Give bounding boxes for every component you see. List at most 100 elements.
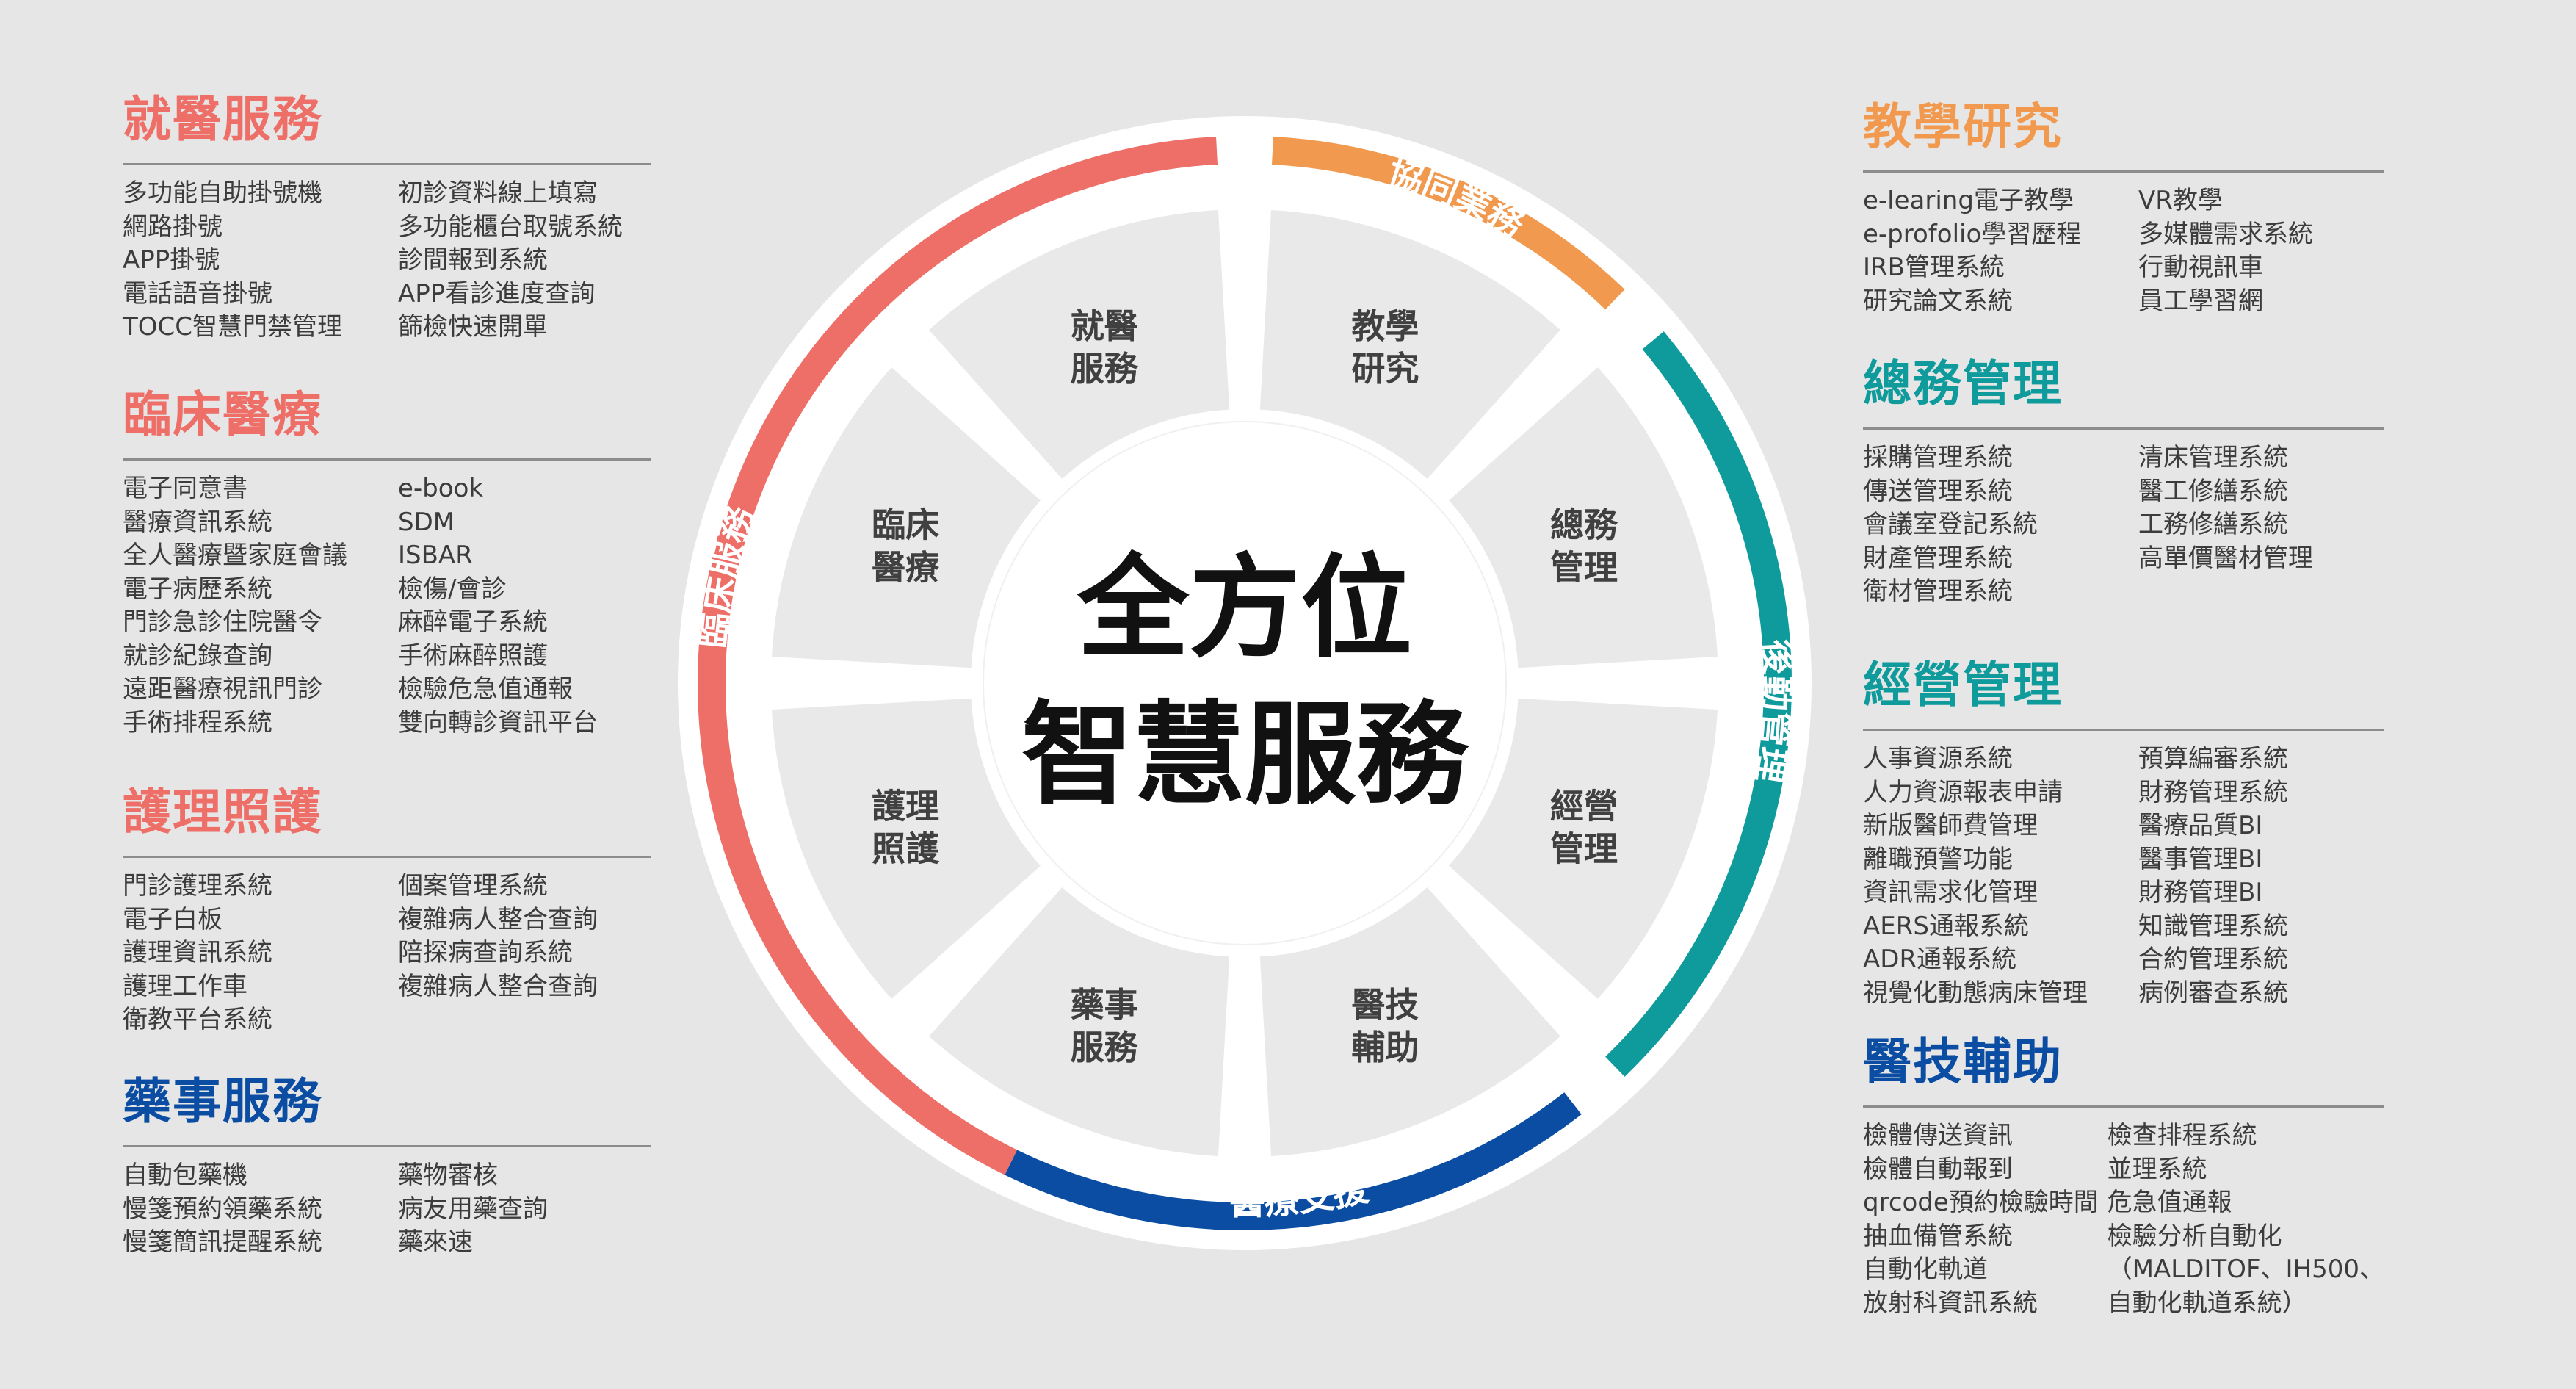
ring-segment — [1259, 210, 1560, 486]
list-item: 預算編審系統 — [2138, 744, 2288, 773]
list-item: APP看診進度查詢 — [398, 278, 596, 309]
list-item: 自動化軌道系統） — [2107, 1288, 2307, 1318]
list-item: 手術麻醉照護 — [398, 641, 548, 671]
segment-label: 就醫服務 — [1071, 306, 1139, 389]
list-item: 衛材管理系統 — [1863, 577, 2013, 606]
list-item: 人事資源系統 — [1863, 744, 2013, 773]
list-item: 檢傷/會診 — [398, 574, 507, 604]
item-list: 檢查排程系統並理系統危急值通報檢驗分析自動化（MALDITOF、IH500、自動… — [2108, 1119, 2384, 1320]
center-title-line1: 全方位 — [1077, 543, 1412, 673]
list-item: 放射科資訊系統 — [1863, 1288, 2038, 1318]
divider — [123, 163, 651, 165]
divider — [123, 856, 651, 858]
list-item: 全人醫療暨家庭會議 — [123, 541, 347, 570]
list-item: 多媒體需求系統 — [2138, 219, 2313, 249]
list-item: 醫療資訊系統 — [123, 507, 272, 537]
list-item: 離職預警功能 — [1863, 844, 2013, 874]
list-item: 新版醫師費管理 — [1863, 811, 2038, 840]
panel-title: 臨床醫療 — [123, 386, 322, 443]
divider — [1863, 170, 2384, 173]
list-item: 工務修繕系統 — [2138, 510, 2288, 539]
divider — [123, 1145, 651, 1147]
list-item: 財務管理BI — [2138, 878, 2263, 907]
list-item: 藥來速 — [398, 1227, 473, 1257]
list-item: 視覺化動態病床管理 — [1863, 978, 2088, 1008]
list-item: 護理工作車 — [123, 971, 247, 1001]
item-list: VR教學多媒體需求系統行動視訊車員工學習網 — [2138, 184, 2313, 318]
list-item: 網路掛號 — [123, 212, 222, 242]
list-item: ADR通報系統 — [1863, 945, 2017, 974]
list-item: 病例審查系統 — [2138, 978, 2288, 1008]
segment-label: 總務管理 — [1550, 505, 1618, 588]
segment-label: 醫技輔助 — [1351, 985, 1419, 1067]
list-item: e-learing電子教學 — [1863, 186, 2074, 215]
ring-segment — [1441, 367, 1718, 668]
segment-label: 護理照護 — [872, 786, 940, 868]
list-item: 自動化軌道 — [1863, 1255, 1988, 1284]
list-item: 高單價醫材管理 — [2138, 543, 2313, 573]
list-item: 門診護理系統 — [123, 871, 272, 901]
panel-title: 藥事服務 — [123, 1073, 322, 1130]
list-item: 檢體自動報到 — [1863, 1154, 2013, 1184]
list-item: ISBAR — [398, 541, 473, 570]
list-item: 傳送管理系統 — [1863, 476, 2013, 506]
item-list: 清床管理系統醫工修繕系統工務修繕系統高單價醫材管理 — [2138, 441, 2313, 609]
list-item: 醫事管理BI — [2138, 844, 2263, 874]
list-item: 複雜病人整合查詢 — [398, 904, 598, 934]
panel-title: 經營管理 — [1863, 657, 2063, 713]
list-item: 慢箋預約領藥系統 — [123, 1194, 322, 1224]
divider — [1863, 1105, 2384, 1108]
list-item: 醫工修繕系統 — [2138, 476, 2288, 506]
segment-label: 教學研究 — [1351, 306, 1419, 389]
list-item: 醫療品質BI — [2138, 811, 2263, 840]
list-item: 門診急診住院醫令 — [123, 607, 322, 637]
list-item: TOCC智慧門禁管理 — [123, 312, 343, 342]
list-item: e-profolio學習歷程 — [1863, 219, 2082, 249]
ring-segment — [772, 698, 1048, 999]
list-item: 初診資料線上填寫 — [398, 178, 598, 208]
ring-segment — [772, 367, 1048, 668]
list-item: 藥物審核 — [398, 1161, 498, 1190]
panel-clinical-care: 臨床醫療 電子同意書醫療資訊系統全人醫療暨家庭會議電子病歷系統門診急診住院醫令就… — [123, 391, 651, 740]
arc-band-1 — [1272, 137, 1625, 310]
list-item: 檢查排程系統 — [2107, 1121, 2257, 1150]
list-item: 財務管理系統 — [2138, 777, 2288, 807]
list-item: 檢驗危急值通報 — [398, 674, 573, 704]
list-item: 清床管理系統 — [2138, 443, 2288, 472]
list-item: 遠距醫療視訊門診 — [123, 674, 322, 704]
panel-pharmacy-service: 藥事服務 自動包藥機慢箋預約領藥系統慢箋簡訊提醒系統藥物審核病友用藥查詢藥來速 — [123, 1078, 651, 1260]
panel-general-affairs: 總務管理 採購管理系統傳送管理系統會議室登記系統財產管理系統衛材管理系統清床管理… — [1863, 360, 2384, 609]
panel-title: 教學研究 — [1863, 98, 2063, 155]
panel-nursing-care: 護理照護 門診護理系統電子白板護理資訊系統護理工作車衛教平台系統個案管理系統複雜… — [123, 788, 651, 1037]
item-list: 門診護理系統電子白板護理資訊系統護理工作車衛教平台系統 — [123, 870, 398, 1037]
list-item: e-book — [398, 474, 484, 503]
segment-label: 臨床醫療 — [872, 505, 939, 588]
center-title-line2: 智慧服務 — [1021, 690, 1470, 820]
list-item: 多功能櫃台取號系統 — [398, 212, 623, 242]
list-item: AERS通報系統 — [1863, 911, 2029, 941]
list-item: VR教學 — [2138, 186, 2223, 215]
ring-segment — [1259, 880, 1560, 1156]
list-item: 手術排程系統 — [123, 707, 272, 737]
arc-band-3 — [1005, 1092, 1582, 1231]
list-item: 篩檢快速開單 — [398, 312, 548, 342]
list-item: 檢驗分析自動化 — [2107, 1221, 2282, 1251]
list-item: （MALDITOF、IH500、 — [2107, 1255, 2384, 1284]
list-item: 行動視訊車 — [2138, 253, 2263, 282]
item-list: 採購管理系統傳送管理系統會議室登記系統財產管理系統衛材管理系統 — [1863, 441, 2138, 609]
list-item: 複雜病人整合查詢 — [398, 971, 598, 1001]
segment-label: 經營管理 — [1550, 786, 1618, 868]
list-item: 檢體傳送資訊 — [1863, 1121, 2013, 1150]
divider — [1863, 729, 2384, 731]
list-item: 個案管理系統 — [398, 871, 548, 901]
divider — [123, 458, 651, 461]
list-item: 電子同意書 — [123, 474, 247, 503]
